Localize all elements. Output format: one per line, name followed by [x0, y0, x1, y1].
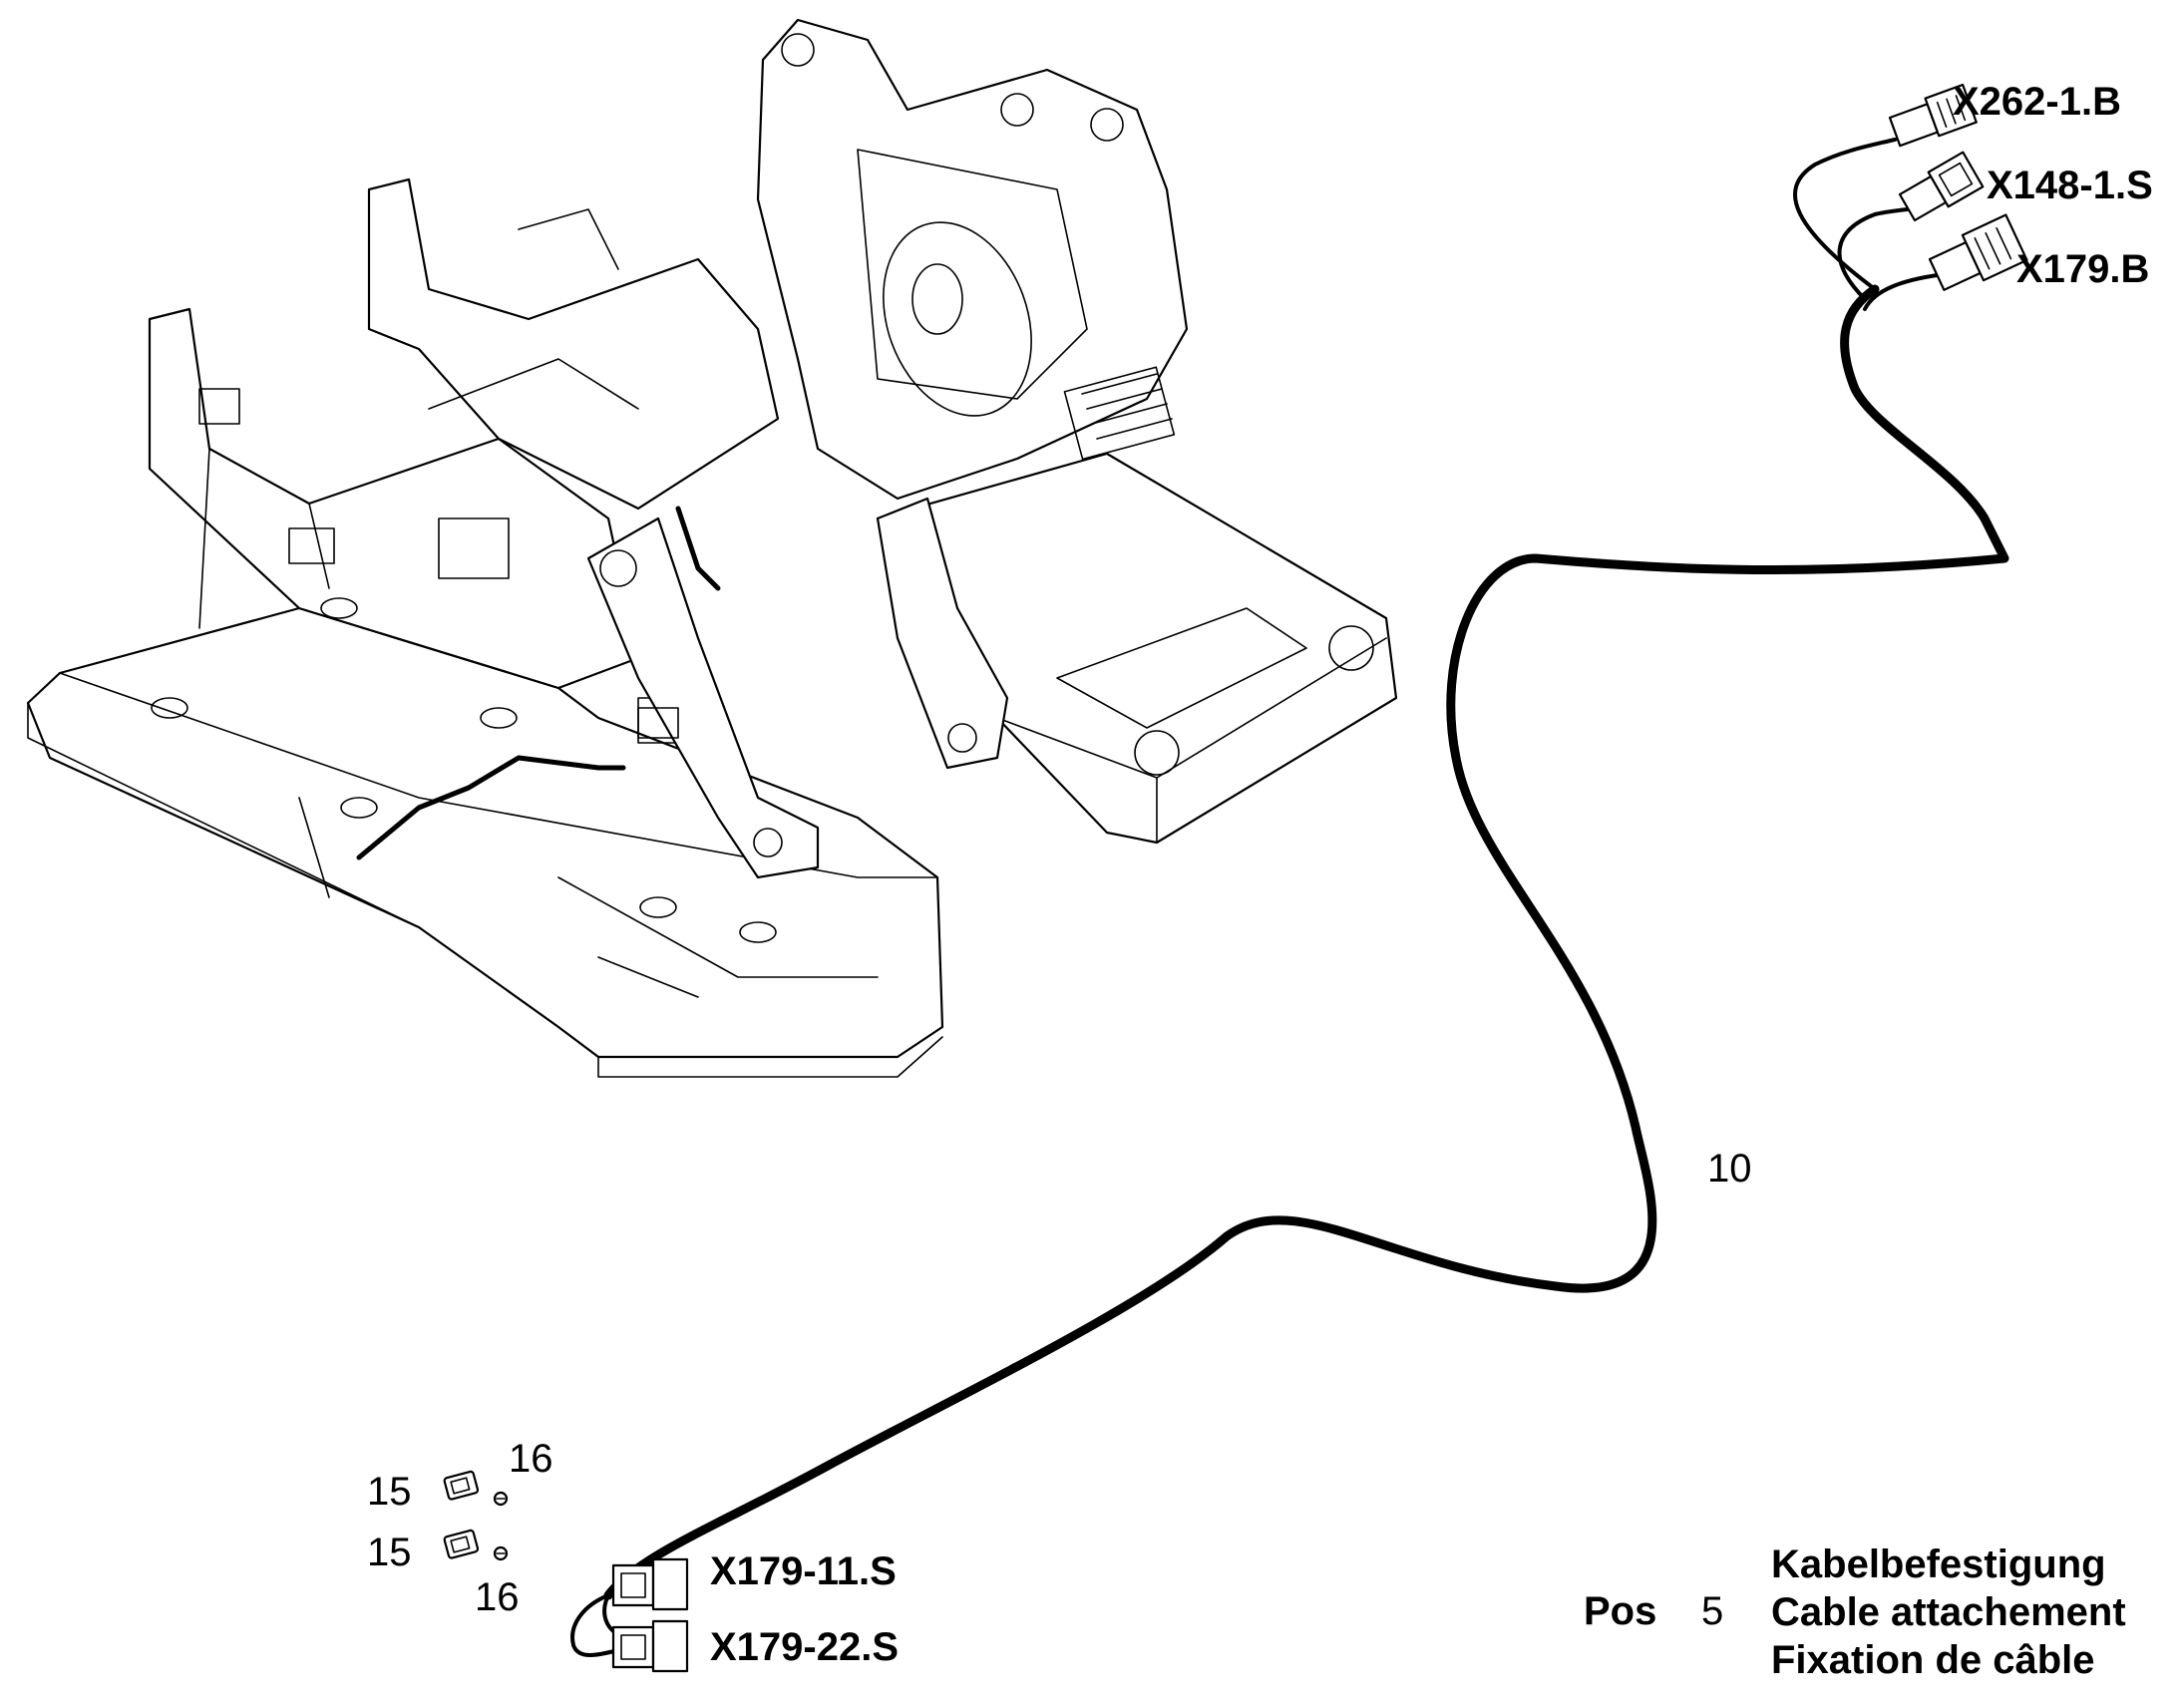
boom-foot-left: [586, 516, 820, 879]
center-frame: [367, 177, 780, 511]
label-pos-16-bottom: 16: [475, 1575, 520, 1619]
branch-x179: [1863, 272, 1947, 311]
connector-x262-1-b: [1888, 83, 1978, 148]
screw-top: [493, 1491, 509, 1507]
label-x148-1-s: X148-1.S: [1987, 164, 2153, 207]
label-pos-15-bottom: 15: [367, 1531, 412, 1574]
screw-bottom: [493, 1545, 509, 1561]
label-pos-10: 10: [1707, 1147, 1752, 1191]
machine-frame: [26, 18, 1398, 1078]
cable-clip-bottom: [443, 1529, 480, 1559]
label-pos-16-top: 16: [509, 1437, 553, 1481]
swing-bracket: [756, 18, 1189, 501]
legend-line-fr: Fixation de câble: [1771, 1638, 2095, 1682]
cable-clip-top: [443, 1470, 480, 1501]
branch-x262: [1793, 138, 1897, 291]
label-x179-22-s: X179-22.S: [710, 1625, 900, 1669]
label-x179-11-s: X179-11.S: [710, 1549, 897, 1593]
legend-description: Kabelbefestigung Cable attachement Fixat…: [1771, 1540, 2126, 1684]
boom-foot-right: [876, 497, 1009, 770]
legend-line-de: Kabelbefestigung: [1771, 1542, 2106, 1586]
connectors: [611, 83, 2028, 1673]
branch-x148: [1837, 205, 1927, 301]
connector-x148-1-s: [1898, 151, 1985, 222]
label-pos-15-top: 15: [367, 1470, 412, 1514]
small-parts: [443, 1470, 509, 1561]
connector-x179-11-s: [611, 1557, 689, 1611]
legend-number: 5: [1701, 1589, 1724, 1633]
connector-x179-b: [1928, 213, 2028, 291]
label-x179-b: X179.B: [2016, 247, 2150, 291]
connector-x179-22-s: [611, 1619, 689, 1673]
legend-line-en: Cable attachement: [1771, 1590, 2126, 1634]
left-side-frame: [148, 307, 640, 690]
harness-10: [603, 284, 2009, 1600]
label-x262-1-b: X262-1.B: [1953, 80, 2121, 124]
legend-prefix: Pos: [1584, 1589, 1657, 1633]
